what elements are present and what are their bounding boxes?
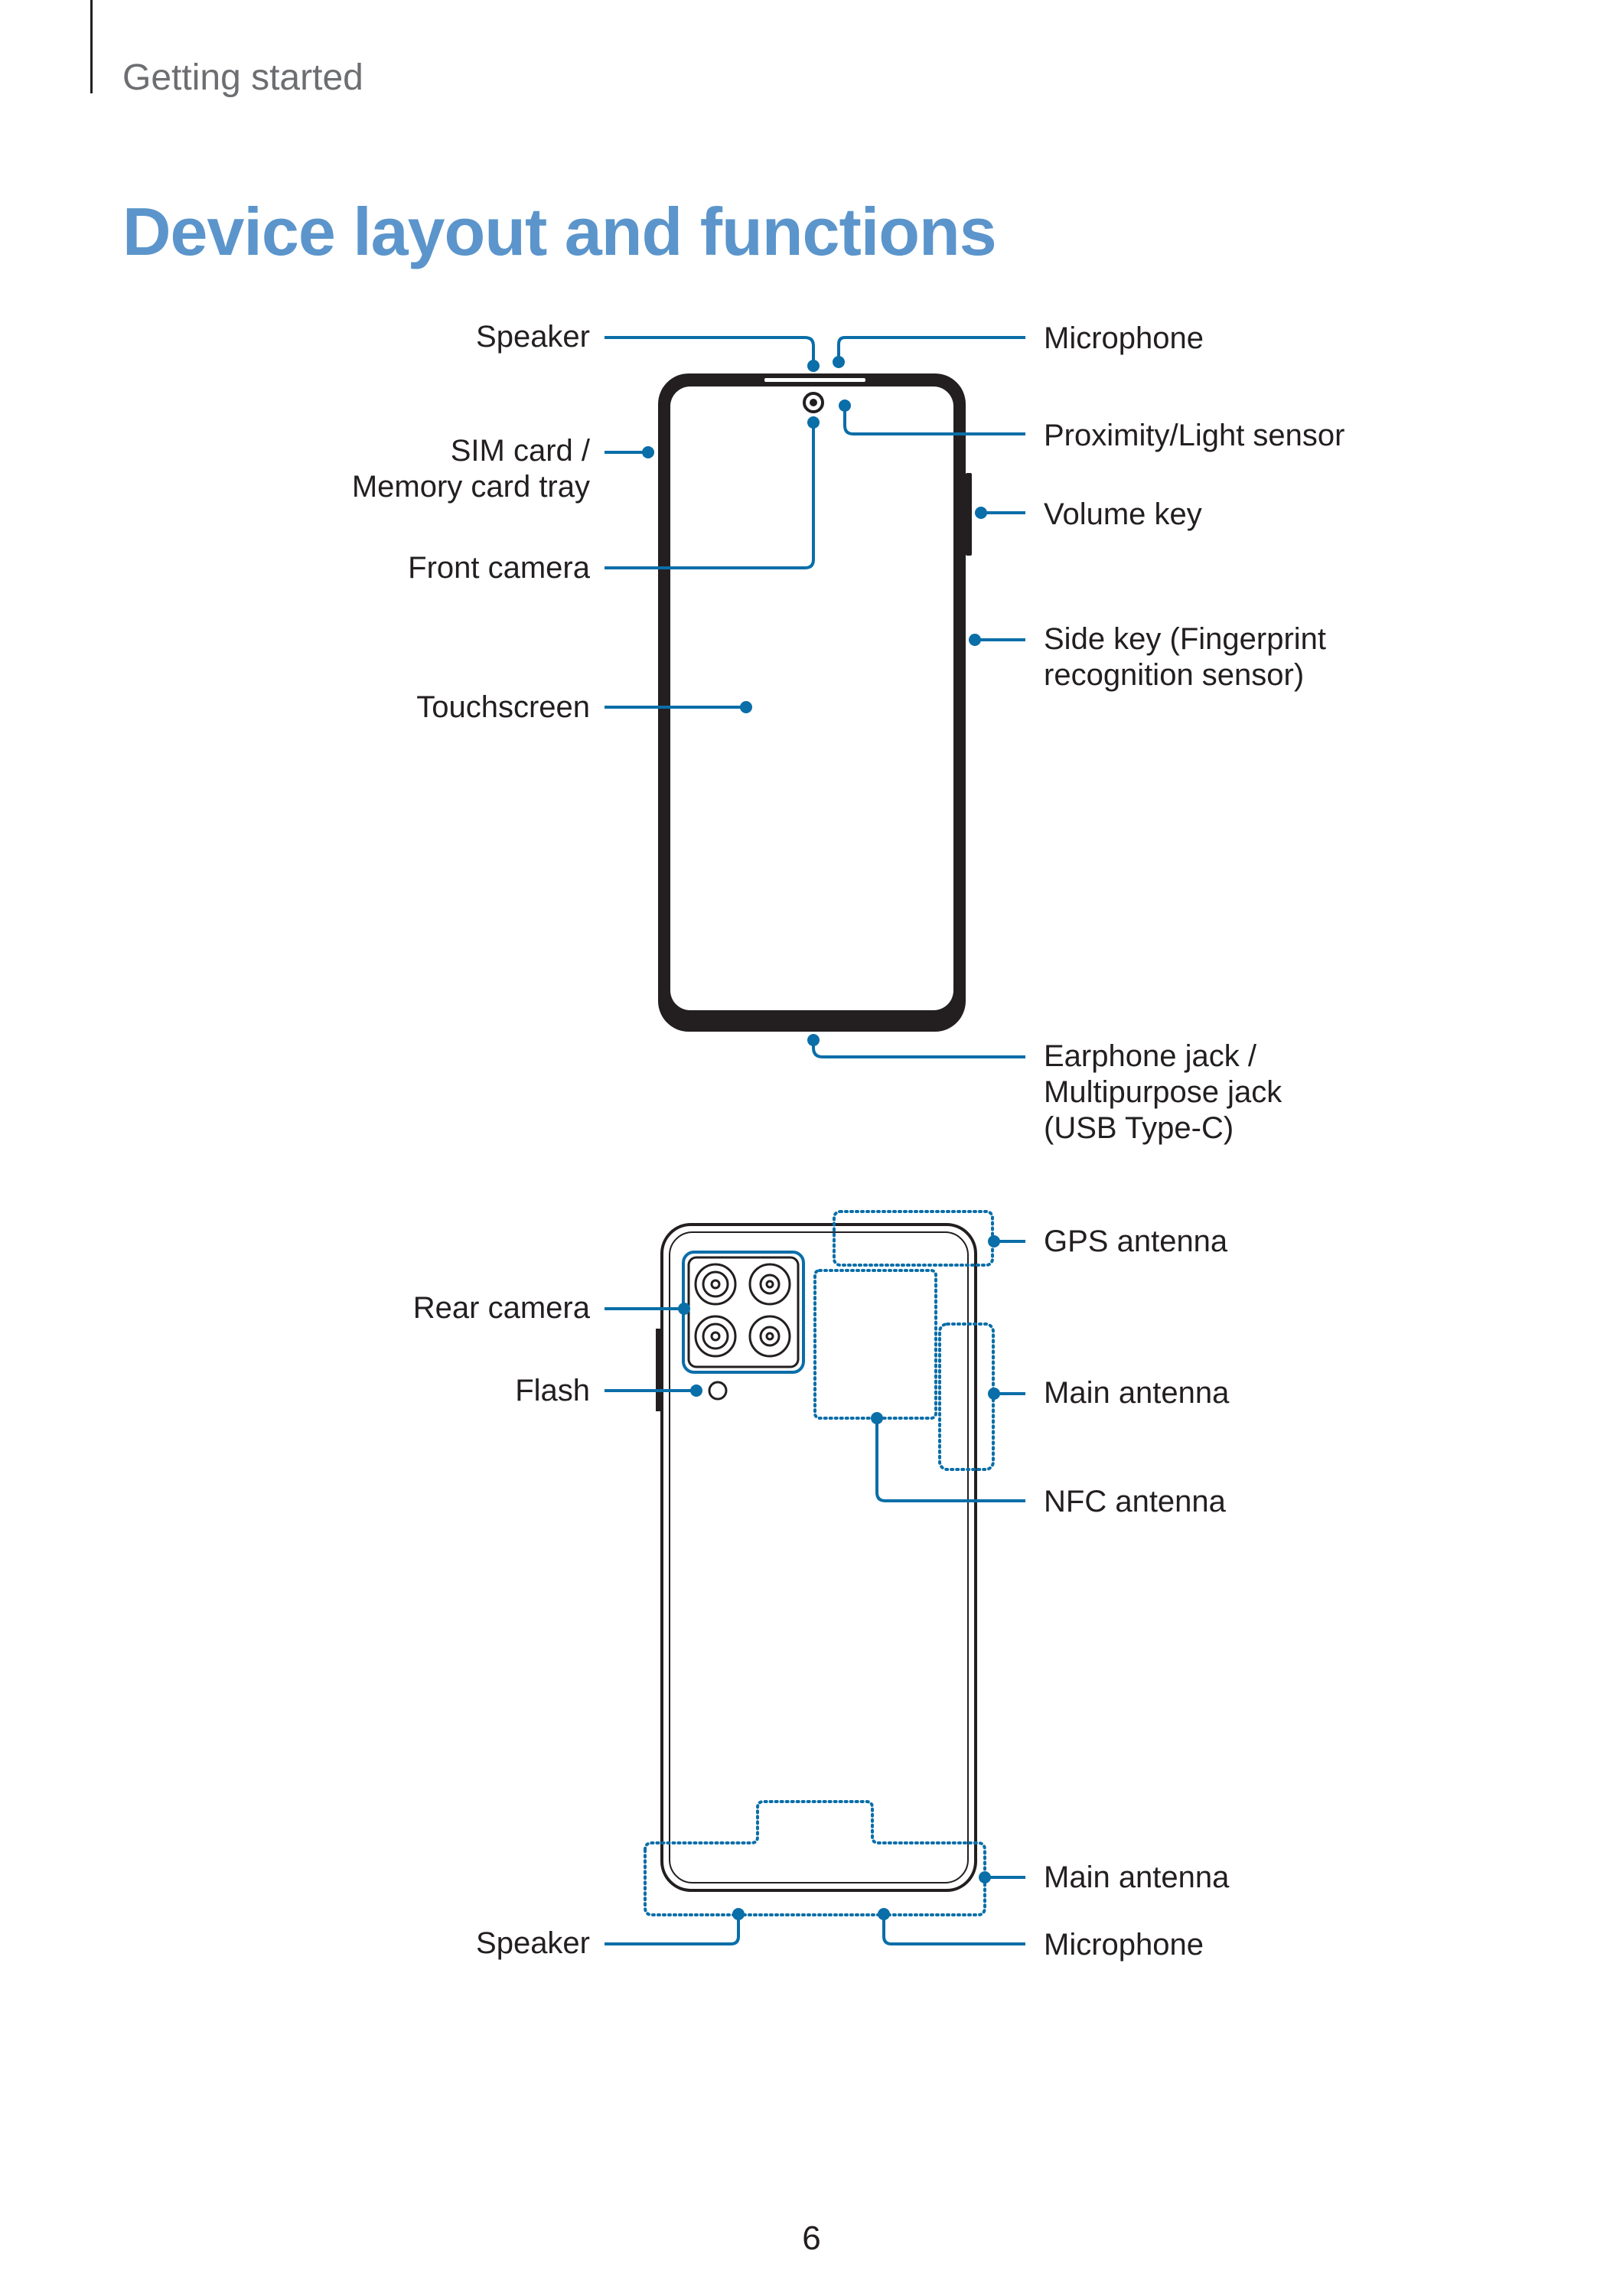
label-earphone-jack: Earphone jack / Multipurpose jack (USB T… — [1044, 1039, 1282, 1145]
callout-line-earphone-jack — [812, 1041, 1025, 1058]
label-flash: Flash — [515, 1374, 590, 1407]
label-volume-key: Volume key — [1044, 497, 1202, 531]
volume-key-bump — [966, 473, 972, 556]
label-main-antenna-side: Main antenna — [1044, 1376, 1230, 1410]
back-phone — [656, 1223, 977, 1892]
front-phone — [658, 373, 972, 1032]
label-gps-antenna: GPS antenna — [1044, 1225, 1228, 1258]
callout-line-microphone-back — [882, 1916, 1025, 1945]
header-rule — [90, 0, 93, 93]
callout-line-microphone-front — [837, 336, 1025, 360]
label-front-camera: Front camera — [408, 551, 590, 585]
label-sim-tray: SIM card / Memory card tray — [351, 434, 590, 504]
front-callouts — [605, 336, 1025, 1058]
label-nfc-antenna: NFC antenna — [1044, 1485, 1226, 1518]
page-number: 6 — [802, 2219, 821, 2257]
callout-line-proximity — [843, 407, 1025, 435]
callout-line-speaker-back — [605, 1916, 740, 1945]
label-speaker-front: Speaker — [476, 320, 590, 354]
section-label: Getting started — [122, 57, 363, 98]
touchscreen-area — [670, 386, 953, 1010]
back-phone-body — [660, 1223, 977, 1892]
label-side-key: Side key (Fingerprint recognition sensor… — [1044, 622, 1327, 692]
label-main-antenna-bottom: Main antenna — [1044, 1861, 1230, 1894]
flash-icon — [708, 1381, 728, 1401]
label-microphone-back: Microphone — [1044, 1928, 1204, 1962]
rear-camera-lenses — [694, 1263, 791, 1358]
back-callouts — [605, 1240, 1025, 1945]
back-callout-dots — [678, 1235, 1000, 1920]
nfc-antenna-zone — [813, 1269, 937, 1420]
main-antenna-side-zone — [938, 1322, 995, 1471]
front-callout-dots — [642, 356, 987, 1046]
label-speaker-back: Speaker — [476, 1926, 590, 1960]
earpiece-slot — [763, 377, 867, 383]
antenna-zones — [644, 1210, 995, 1916]
callout-line-speaker-front — [605, 336, 815, 364]
label-microphone-front: Microphone — [1044, 321, 1204, 355]
callout-line-front-camera — [605, 422, 815, 569]
page-title: Device layout and functions — [122, 194, 997, 269]
label-rear-camera: Rear camera — [412, 1291, 590, 1325]
callout-line-nfc — [875, 1418, 1025, 1502]
main-antenna-bottom-zone — [644, 1800, 986, 1916]
label-proximity-sensor: Proximity/Light sensor — [1044, 419, 1345, 452]
label-touchscreen: Touchscreen — [416, 690, 590, 724]
